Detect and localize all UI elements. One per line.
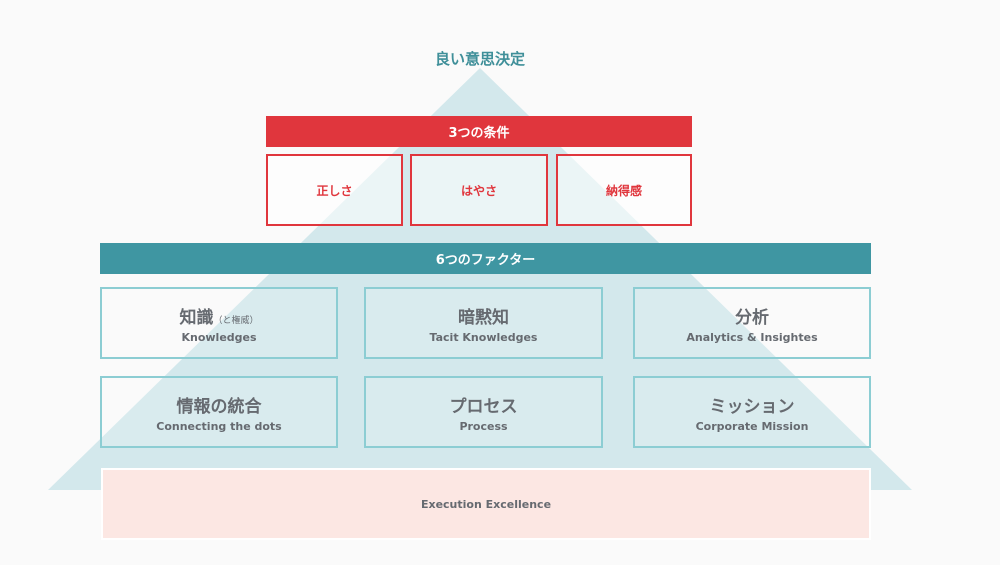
factor-jp: プロセス xyxy=(449,396,518,417)
factor-box: 情報の統合 Connecting the dots xyxy=(100,376,338,448)
factors-header: 6つのファクター xyxy=(100,243,871,274)
factor-en: Process xyxy=(459,419,508,433)
factor-en: Connecting the dots xyxy=(156,419,282,433)
factor-en: Knowledges xyxy=(181,330,257,344)
foundation-box: Execution Excellence xyxy=(101,468,871,540)
factor-note: （と権威） xyxy=(213,315,259,326)
factor-jp: 情報の統合 xyxy=(176,396,262,417)
conditions-header: 3つの条件 xyxy=(266,116,692,147)
factor-en: Tacit Knowledges xyxy=(429,330,538,344)
factor-box: プロセス Process xyxy=(364,376,603,448)
factor-jp: 分析 xyxy=(735,307,769,328)
factor-jp: 知識 xyxy=(179,307,214,328)
factor-box: 分析 Analytics & Insightes xyxy=(633,287,871,359)
condition-box: はやさ xyxy=(410,154,548,226)
factor-box: ミッション Corporate Mission xyxy=(633,376,871,448)
factor-jp: 暗黙知 xyxy=(458,307,509,328)
condition-box: 正しさ xyxy=(266,154,403,226)
factor-en: Analytics & Insightes xyxy=(686,330,818,344)
factor-jp: ミッション xyxy=(709,396,795,417)
condition-box: 納得感 xyxy=(556,154,692,226)
factor-en: Corporate Mission xyxy=(695,419,809,433)
diagram-title: 良い意思決定 xyxy=(434,50,525,68)
factor-box: 暗黙知 Tacit Knowledges xyxy=(364,287,603,359)
factor-box: 知識（と権威） Knowledges xyxy=(100,287,338,359)
